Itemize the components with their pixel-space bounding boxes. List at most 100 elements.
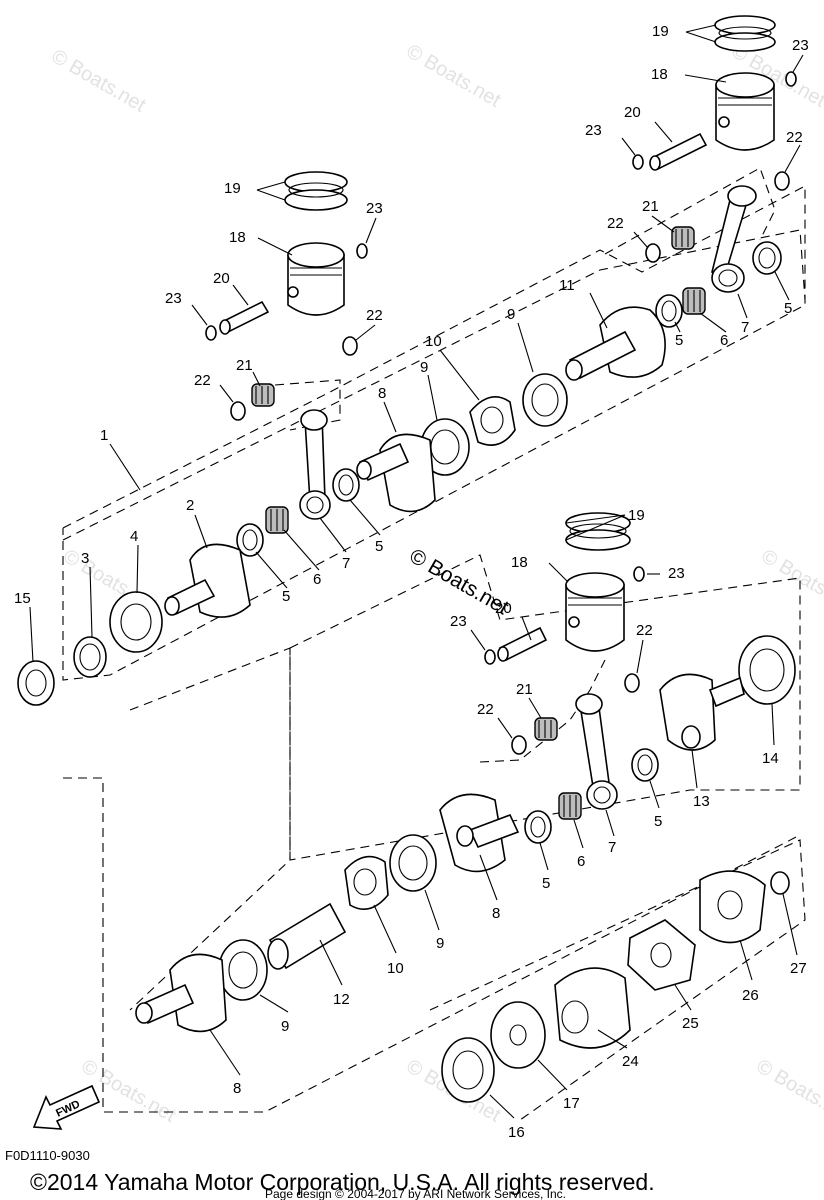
outer-main-bearing	[738, 635, 796, 705]
callout-15: 15	[14, 590, 31, 607]
callout-8: 8	[378, 385, 386, 402]
cylinder-mid-boundary	[479, 659, 606, 763]
callout-8: 8	[233, 1080, 241, 1097]
upper-crank-outline	[62, 229, 806, 541]
callout-9: 9	[420, 359, 428, 376]
upper-assembly-boundary	[62, 185, 806, 681]
crank-pin-bearing	[682, 287, 706, 315]
lower-right-parts	[441, 870, 790, 1103]
distance-collar	[267, 902, 347, 970]
caged-bearing	[524, 810, 552, 844]
callout-7: 7	[608, 839, 616, 856]
watermark: © Boats.net	[48, 45, 150, 117]
lower-assembly-boundary	[129, 647, 291, 1011]
callout-7: 7	[741, 319, 749, 336]
callout-10: 10	[425, 333, 442, 350]
crank-web-11	[565, 306, 666, 381]
callout-22: 22	[607, 215, 624, 232]
circlip	[633, 566, 645, 582]
callout-12: 12	[333, 991, 350, 1008]
callout-20: 20	[624, 104, 641, 121]
callout-23: 23	[366, 200, 383, 217]
circlip	[632, 154, 644, 170]
crankshaft-upper	[17, 306, 666, 706]
main-bearing	[389, 834, 437, 892]
piston-ring-pair	[284, 171, 348, 211]
callout-18: 18	[511, 554, 528, 571]
callout-18: 18	[651, 66, 668, 83]
leader-lines	[29, 24, 804, 1119]
crank-web-8	[356, 433, 436, 513]
callout-9: 9	[436, 935, 444, 952]
callout-23: 23	[165, 290, 182, 307]
crankshaft-lower	[135, 902, 347, 1033]
damper	[627, 919, 696, 991]
crank-web-2	[164, 543, 251, 618]
snap-ring	[770, 871, 790, 895]
labyrinth-seal	[344, 855, 389, 911]
callout-4: 4	[130, 528, 138, 545]
callout-19: 19	[224, 180, 241, 197]
fwd-arrow-icon: FWD	[32, 1084, 101, 1130]
watermark: © Boats.net	[403, 40, 505, 112]
oil-seal	[17, 660, 55, 706]
crank-web-8	[439, 793, 520, 873]
piston-pin	[219, 300, 270, 335]
callout-7: 7	[342, 555, 350, 572]
callout-22: 22	[477, 701, 494, 718]
washer	[230, 401, 246, 421]
caged-bearing	[332, 468, 360, 502]
connecting-rod	[711, 185, 757, 293]
callout-5: 5	[375, 538, 383, 555]
callout-22: 22	[194, 372, 211, 389]
crank-web-13	[659, 673, 745, 751]
callout-labels: 19 23 18 20 23 22 21 22 11 9 10 9 8 5 6 …	[14, 23, 809, 1141]
callout-10: 10	[387, 960, 404, 977]
callout-23: 23	[450, 613, 467, 630]
main-bearing	[522, 373, 568, 427]
callout-23: 23	[668, 565, 685, 582]
circlip	[205, 325, 217, 341]
callout-27: 27	[790, 960, 807, 977]
callout-2: 2	[186, 497, 194, 514]
callout-20: 20	[495, 600, 512, 617]
crank-web-8	[135, 953, 227, 1033]
piston	[715, 72, 775, 151]
callout-5: 5	[675, 332, 683, 349]
piston-group-left	[205, 171, 368, 421]
callout-16: 16	[508, 1124, 525, 1141]
piston	[565, 572, 625, 652]
piston-pin	[649, 132, 708, 171]
collar	[73, 636, 107, 678]
piston-group-right	[632, 15, 797, 328]
connecting-rod	[299, 409, 331, 520]
caged-bearing	[752, 241, 782, 275]
piston-group-middle	[484, 512, 645, 810]
caged-bearing	[655, 294, 683, 328]
ball-bearing	[109, 591, 163, 653]
assembly-boundaries	[62, 167, 806, 1121]
coupling-hub	[699, 870, 766, 944]
piston	[287, 242, 345, 316]
needle-bearing	[534, 717, 558, 741]
connecting-rod	[575, 693, 618, 810]
callout-23: 23	[792, 37, 809, 54]
callout-6: 6	[577, 853, 585, 870]
callout-5: 5	[784, 300, 792, 317]
callout-1: 1	[100, 427, 108, 444]
callout-19: 19	[628, 507, 645, 524]
circlip	[785, 71, 797, 87]
callout-14: 14	[762, 750, 779, 767]
washer	[774, 171, 790, 191]
callout-17: 17	[563, 1095, 580, 1112]
flywheel-coupling	[554, 967, 631, 1049]
watermark-layer: © Boats.net © Boats.net © Boats.net © Bo…	[48, 40, 824, 1127]
callout-13: 13	[693, 793, 710, 810]
callout-22: 22	[636, 622, 653, 639]
piston-ring-pair	[565, 512, 631, 551]
page-credit: Page design © 2004-2017 by ARI Network S…	[265, 1187, 566, 1200]
figure-code: F0D1110-9030	[5, 1148, 90, 1163]
crank-pin-bearing	[265, 506, 289, 534]
callout-6: 6	[313, 571, 321, 588]
